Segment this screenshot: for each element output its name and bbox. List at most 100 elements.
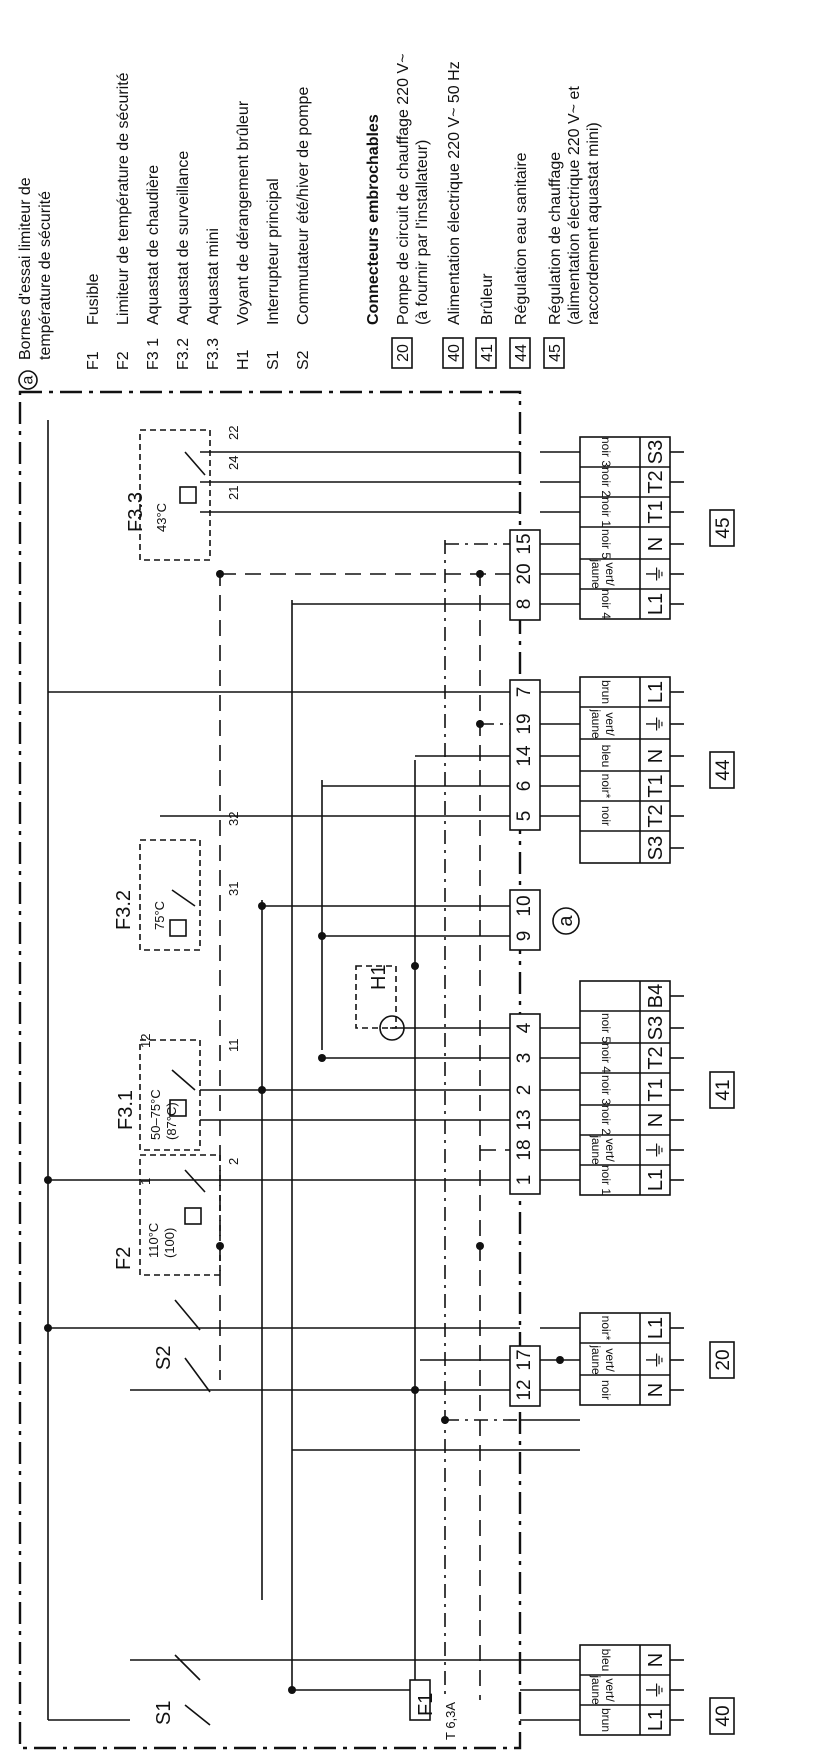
connector-pin-label: ⏚: [645, 1350, 667, 1370]
connector-wire-label: noir 5: [599, 529, 613, 559]
legend-item-code: F3.3: [205, 338, 222, 370]
f31-temp-1: 50–75°C: [148, 1089, 163, 1140]
connector-wire-label: noir: [599, 806, 613, 826]
connector-pin-label: T2: [645, 470, 667, 493]
connector-wire-label: noir*: [599, 774, 613, 799]
legend-connector-text: Pompe de circuit de chauffage 220 V~: [395, 54, 412, 325]
connector-wire-label: noir: [599, 1380, 613, 1400]
connector-code-label: 41: [713, 1079, 734, 1100]
terminal-label: 13: [514, 1109, 535, 1130]
connector-pin-label: T2: [645, 804, 667, 827]
connector-wire-label: jaune: [589, 1344, 603, 1375]
switch-s1: S1: [153, 1654, 211, 1726]
connector-wire-label: bleu: [599, 745, 613, 768]
contact-2-label: 2: [226, 1158, 241, 1165]
terminal-label: 19: [514, 713, 535, 734]
legend-item-h1: H1 Voyant de dérangement brûleur: [235, 100, 252, 370]
f1-rating: T 6,3A: [443, 1702, 458, 1740]
legend-marker-a-text-1: Bornes d'essai limiteur de: [17, 177, 34, 360]
terminal-label: 15: [514, 533, 535, 554]
connector-wire-label: brun: [599, 680, 613, 704]
connector-code-box: [709, 509, 735, 547]
legend-item-code: F1: [85, 351, 102, 370]
connector-wire-label: noir 2: [599, 467, 613, 497]
f33-temp: 43°C: [154, 503, 169, 532]
connector-wire-label: noir*: [599, 1316, 613, 1341]
legend-connector-code: 45: [547, 344, 564, 362]
contact-1-label: 1: [138, 1178, 153, 1185]
connector-wire-label: noir 1: [599, 497, 613, 527]
connector-wire-label: vert/: [603, 1348, 617, 1372]
legend-connector-text: raccordement aquastat mini): [585, 122, 602, 325]
connector-body: [579, 980, 671, 1196]
connector-pin-label: T1: [645, 774, 667, 797]
f31-temp-2: (87°C): [164, 1102, 179, 1140]
legend-connector-text: (alimentation électrique 220 V~ et: [566, 86, 583, 325]
legend-components: F1 Fusible F2 Limiteur de température de…: [85, 72, 312, 370]
contact-22-label: 22: [226, 426, 241, 440]
legend-connector-text: Régulation eau sanitaire: [513, 152, 530, 325]
terminal-label: 12: [514, 1379, 535, 1400]
legend-item-s1: S1 Interrupteur principal: [265, 178, 282, 370]
terminal-label: 20: [514, 563, 535, 584]
aquastat-f31: F3.1 50–75°C (87°C) 12 11: [115, 1034, 241, 1151]
f2-label: F2: [113, 1247, 135, 1270]
legend-item-text: Commutateur été/hiver de pompe: [295, 87, 312, 325]
connector-pin-label: L1: [645, 1169, 667, 1191]
aquastat-f32: F3.2 75°C 31 32: [113, 812, 241, 951]
circuit-diagram: F3.3 43°C 22 24 21 F3.2 75°C 31 32 F3.1 …: [18, 390, 735, 1750]
connector-wire-label: jaune: [589, 1674, 603, 1705]
connector-code-label: 20: [713, 1349, 734, 1370]
connector-wire-label: noir 3: [599, 1075, 613, 1105]
legend-item-f1: F1 Fusible: [85, 273, 102, 370]
connector-code-label: 44: [713, 759, 734, 781]
terminal-label: 14: [514, 745, 535, 767]
connector-pin-label: S3: [645, 1016, 667, 1040]
terminal-label: 3: [514, 1053, 535, 1064]
f32-temp: 75°C: [152, 901, 167, 930]
legend-item-text: Voyant de dérangement brûleur: [235, 100, 252, 325]
connector-code-label: 45: [713, 517, 734, 538]
terminal-label: 8: [514, 599, 535, 610]
legend-item-text: Fusible: [85, 273, 102, 325]
rails: [47, 420, 481, 1721]
junction-dots: [44, 570, 564, 1694]
limiter-f2: F2 110°C (100) 1 2: [113, 1154, 241, 1276]
legend-marker-a: a Bornes d'essai limiteur de température…: [17, 177, 54, 390]
connector-code-box: [709, 1341, 735, 1379]
connector-wire-label: noir 5: [599, 1013, 613, 1043]
terminal-label: 1: [514, 1175, 535, 1186]
terminal-label: 10: [514, 895, 535, 916]
legend-connector-code: 20: [395, 344, 412, 362]
connector-pin-label: ⏚: [645, 714, 667, 734]
connector-wire-label: vert/: [603, 712, 617, 736]
terminal-label: 2: [514, 1085, 535, 1096]
connector-pin-label: ⏚: [645, 1680, 667, 1700]
connector-body: [579, 1312, 671, 1406]
connector-wire-label: noir 3: [599, 437, 613, 467]
connector-wire-label: vert/: [603, 562, 617, 586]
connector-wire-label: vert/: [603, 1678, 617, 1702]
legend-item-code: F3 1: [145, 338, 162, 370]
f2-temp-1: 110°C: [146, 1223, 161, 1258]
indicator-h1: H1: [355, 964, 405, 1041]
legend-marker-a-label: a: [20, 375, 37, 384]
connector-body: [579, 1644, 671, 1736]
connector-code-label: 40: [713, 1705, 734, 1726]
s2-label: S2: [153, 1346, 175, 1370]
h1-label: H1: [368, 964, 390, 990]
legend-item-text: Aquastat mini: [205, 228, 222, 325]
legend-item-f31: F3 1 Aquastat de chaudière: [145, 165, 162, 370]
legend-item-text: Limiteur de température de sécurité: [115, 72, 132, 325]
plug-connectors: L1brun⏚vert/jauneNbleu40Nnoir⏚vert/jaune…: [579, 436, 735, 1736]
connector-body: [579, 676, 671, 864]
legend-item-text: Interrupteur principal: [265, 178, 282, 325]
legend-connector-20: 20 Pompe de circuit de chauffage 220 V~ …: [391, 54, 431, 369]
legend-connector-41: 41 Brûleur: [475, 273, 497, 369]
